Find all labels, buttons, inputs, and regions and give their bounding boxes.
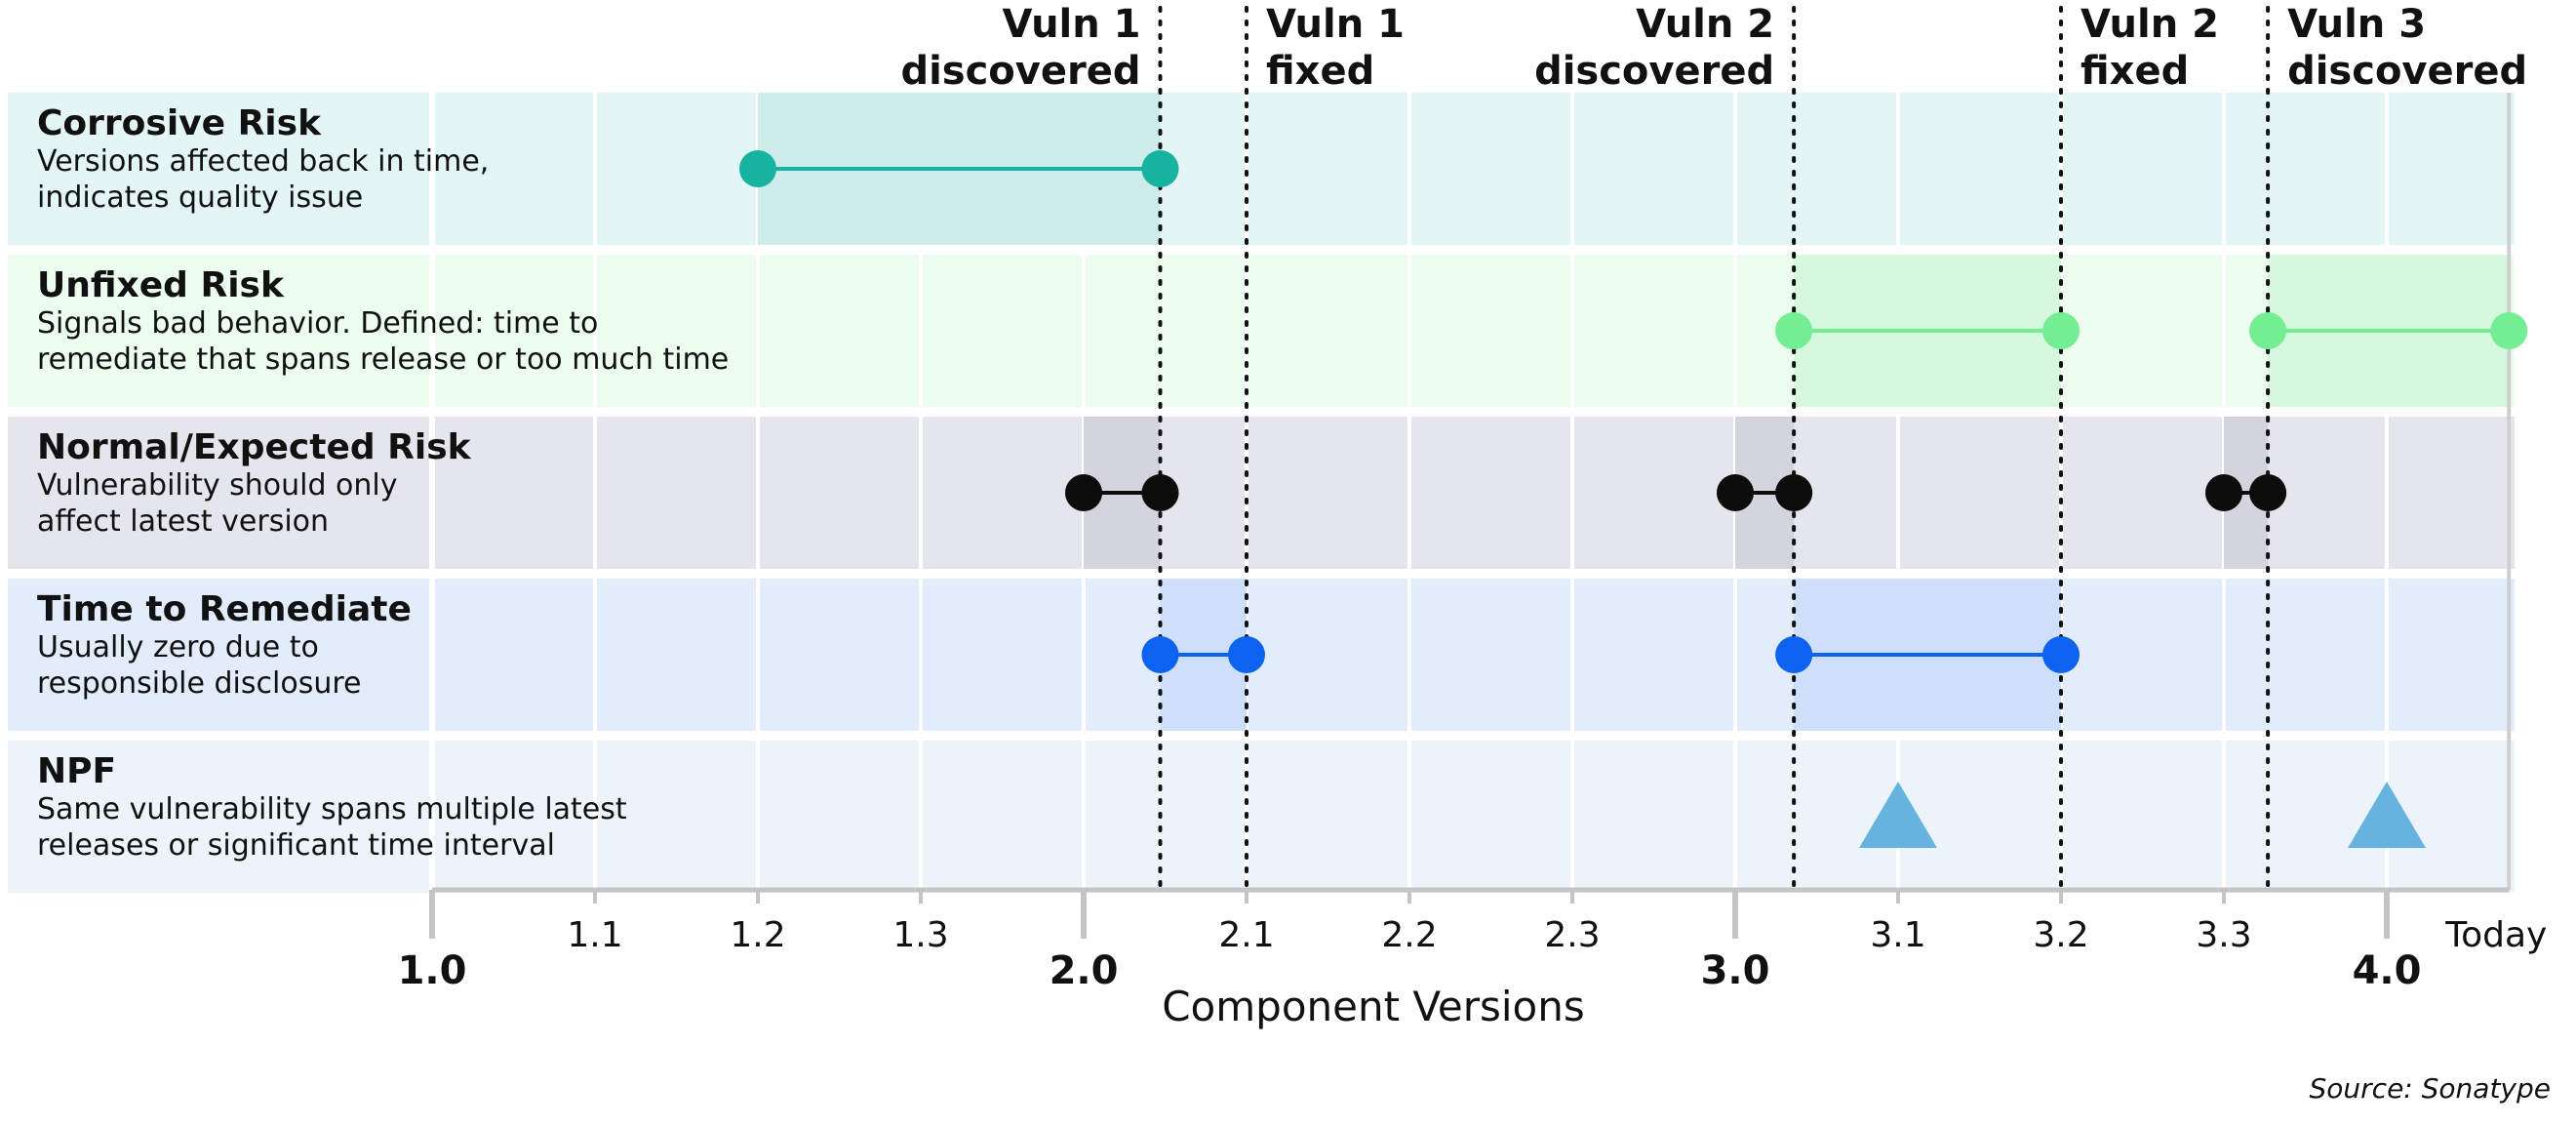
row-band: [8, 93, 2515, 245]
range-end-dot: [2249, 474, 2287, 511]
range-end-dot: [1141, 474, 1179, 511]
event-label: discovered: [900, 49, 1140, 94]
x-tick-label-major: 1.0: [398, 948, 467, 993]
event-label: Vuln 2: [2081, 2, 2219, 47]
row-band: [8, 255, 2515, 407]
row-description: Same vulnerability spans multiple latest: [37, 792, 627, 826]
x-tick-label-major: 3.0: [1701, 948, 1770, 993]
range-end-dot: [2042, 312, 2080, 349]
row-description: indicates quality issue: [37, 181, 363, 215]
range-end-dot: [1228, 636, 1265, 673]
x-tick-label: 1.1: [567, 915, 622, 955]
row-description: affect latest version: [37, 504, 329, 539]
range-end-dot: [2042, 636, 2080, 673]
event-label: discovered: [1534, 49, 1774, 94]
range-start-dot: [739, 150, 776, 187]
row-description: Versions affected back in time,: [37, 144, 489, 179]
event-label: fixed: [2081, 49, 2189, 94]
range-start-dot: [1065, 474, 1102, 511]
row-description: responsible disclosure: [37, 666, 361, 701]
npf-triangle-marker: [2348, 782, 2426, 848]
range-end-dot: [1775, 474, 1813, 511]
row-description: Signals bad behavior. Defined: time to: [37, 306, 598, 341]
range-start-dot: [1775, 312, 1813, 349]
x-axis-title: Component Versions: [1162, 983, 1585, 1030]
event-label: Vuln 1: [1003, 2, 1141, 47]
x-tick-label: 3.3: [2196, 915, 2251, 955]
range-end-dot: [2490, 312, 2528, 349]
range-end-dot: [1141, 150, 1179, 187]
row-title: Normal/Expected Risk: [37, 427, 472, 467]
range-start-dot: [2249, 312, 2287, 349]
x-tick-label: 2.3: [1544, 915, 1600, 955]
row-description: releases or significant time interval: [37, 828, 555, 863]
event-label: discovered: [2287, 49, 2527, 94]
event-label: Vuln 2: [1636, 2, 1774, 47]
row-description: Usually zero due to: [37, 630, 319, 664]
x-tick-label-major: 2.0: [1050, 948, 1119, 993]
x-tick-label: 2.2: [1381, 915, 1437, 955]
range-start-dot: [1717, 474, 1754, 511]
range-start-dot: [1775, 636, 1813, 673]
row-title: Unfixed Risk: [37, 265, 285, 305]
event-label: Vuln 3: [2287, 2, 2426, 47]
row-band: [8, 741, 2515, 893]
row-title: Time to Remediate: [37, 589, 412, 629]
x-tick-label: 1.3: [892, 915, 948, 955]
row-title: Corrosive Risk: [37, 103, 322, 143]
npf-triangle-marker: [1859, 782, 1937, 848]
x-tick-label: Today: [2444, 915, 2547, 955]
x-tick-label: 3.2: [2033, 915, 2088, 955]
event-label: fixed: [1266, 49, 1374, 94]
x-tick-label-major: 4.0: [2353, 948, 2422, 993]
row-title: NPF: [37, 751, 116, 791]
source-note: Source: Sonatype: [2310, 1072, 2551, 1105]
x-tick-label: 2.1: [1218, 915, 1274, 955]
row-band: [8, 417, 2515, 569]
x-tick-label: 3.1: [1870, 915, 1925, 955]
event-label: Vuln 1: [1266, 2, 1405, 47]
row-description: Vulnerability should only: [37, 468, 398, 503]
range-start-dot: [2205, 474, 2242, 511]
x-tick-label: 1.2: [730, 915, 785, 955]
row-description: remediate that spans release or too much…: [37, 342, 729, 377]
range-start-dot: [1141, 636, 1179, 673]
